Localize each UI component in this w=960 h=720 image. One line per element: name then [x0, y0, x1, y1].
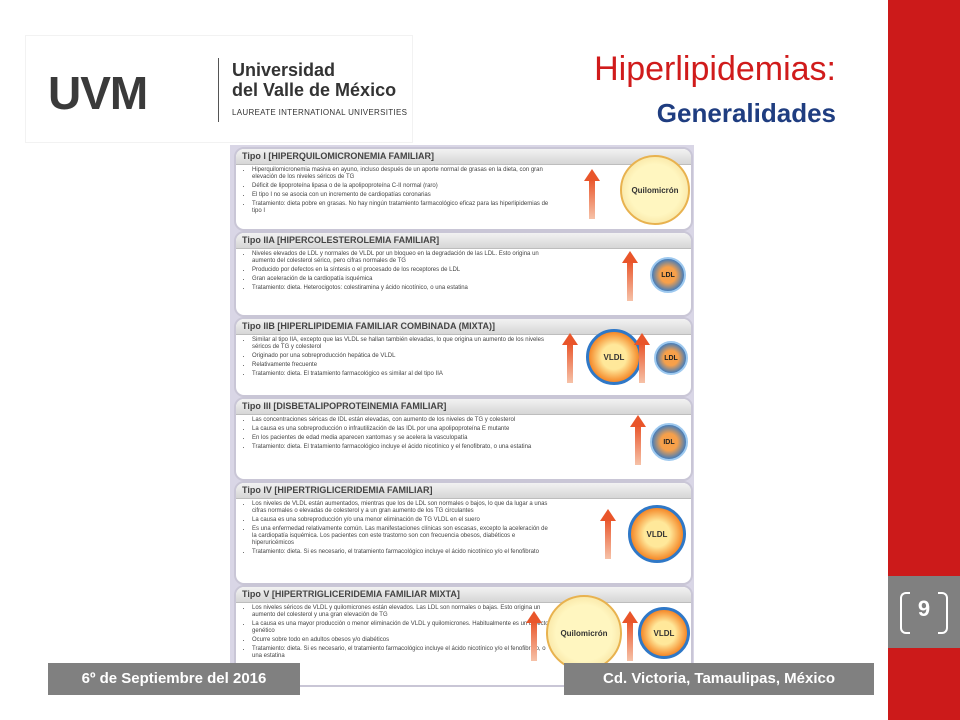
increase-arrow-icon	[622, 251, 638, 301]
logo-mark: UVM	[48, 67, 148, 119]
panel-type-iii: Tipo III [DISBETALIPOPROTEINEMIA FAMILIA…	[234, 397, 693, 481]
quilomicron-circle: Quilomicrón	[546, 595, 622, 671]
logo-line-2: del Valle de México	[232, 80, 397, 100]
bullet: Tratamiento: dieta. Heterocigotos: coles…	[252, 285, 552, 292]
bullet: Originado por una sobreproducción hepáti…	[252, 353, 552, 360]
page-number: 9	[917, 596, 931, 621]
panel-bullets: Similar al tipo IIA, excepto que las VLD…	[242, 337, 552, 378]
panel-type-i: Tipo I [HIPERQUILOMICRONEMIA FAMILIAR] H…	[234, 147, 693, 231]
bullet: Tratamiento: dieta. Si es necesario, el …	[252, 646, 552, 660]
bullet: Los niveles séricos de VLDL y quilomicro…	[252, 605, 552, 619]
increase-arrow-icon	[630, 415, 646, 465]
increase-arrow-icon	[562, 333, 578, 383]
bullet: Los niveles de VLDL están aumentados, mi…	[252, 501, 552, 515]
bullet: Ocurre sobre todo en adultos obesos y/o …	[252, 637, 552, 644]
bullet: Relativamente frecuente	[252, 362, 552, 369]
logo-line-3: LAUREATE INTERNATIONAL UNIVERSITIES	[232, 108, 408, 117]
vldl-circle: VLDL	[628, 505, 686, 563]
panel-header: Tipo IIB [HIPERLIPIDEMIA FAMILIAR COMBIN…	[236, 319, 691, 335]
quilomicron-circle: Quilomicrón	[620, 155, 690, 225]
panel-header: Tipo V [HIPERTRIGLICERIDEMIA FAMILIAR MI…	[236, 587, 691, 603]
bullet: El tipo I no se asocia con un incremento…	[252, 192, 552, 199]
bullet: Producido por defectos en la síntesis o …	[252, 267, 552, 274]
panel-bullets: Niveles elevados de LDL y normales de VL…	[242, 251, 552, 292]
bullet: Hiperquilomicronemia masiva en ayuno, in…	[252, 167, 552, 181]
vldl-circle: VLDL	[638, 607, 690, 659]
bullet: En los pacientes de edad media aparecen …	[252, 435, 552, 442]
bullet: Tratamiento: dieta. El tratamiento farma…	[252, 444, 552, 451]
page-number-box: 9	[888, 576, 960, 648]
panel-header: Tipo IV [HIPERTRIGLICERIDEMIA FAMILIAR]	[236, 483, 691, 499]
panel-header: Tipo III [DISBETALIPOPROTEINEMIA FAMILIA…	[236, 399, 691, 415]
bullet: Es una enfermedad relativamente común. L…	[252, 526, 552, 547]
panel-bullets: Los niveles séricos de VLDL y quilomicro…	[242, 605, 552, 660]
bullet: Similar al tipo IIA, excepto que las VLD…	[252, 337, 552, 351]
right-bracket-icon	[938, 592, 948, 634]
panel-bullets: Las concentraciones séricas de IDL están…	[242, 417, 552, 451]
university-logo: UVM Universidad del Valle de México LAUR…	[26, 36, 412, 142]
bullet: Tratamiento: dieta. El tratamiento farma…	[252, 371, 552, 378]
bullet: Las concentraciones séricas de IDL están…	[252, 417, 552, 424]
footer-date: 6º de Septiembre del 2016	[48, 663, 300, 695]
slide-title: Hiperlipidemias:	[594, 50, 836, 88]
panel-type-iia: Tipo IIA [HIPERCOLESTEROLEMIA FAMILIAR] …	[234, 231, 693, 317]
bullet: La causa es una mayor producción o menor…	[252, 621, 552, 635]
hyperlipidemia-classification-figure: Tipo I [HIPERQUILOMICRONEMIA FAMILIAR] H…	[230, 145, 694, 687]
bullet: Déficit de lipoproteína lipasa o de la a…	[252, 183, 552, 190]
panel-header: Tipo I [HIPERQUILOMICRONEMIA FAMILIAR]	[236, 149, 691, 165]
bullet: La causa es una sobreproducción y/o una …	[252, 517, 552, 524]
increase-arrow-icon	[584, 169, 600, 219]
bullet: Tratamiento: dieta. Si es necesario, el …	[252, 549, 552, 556]
panel-type-iib: Tipo IIB [HIPERLIPIDEMIA FAMILIAR COMBIN…	[234, 317, 693, 397]
idl-circle: IDL	[650, 423, 688, 461]
increase-arrow-icon	[526, 611, 542, 661]
slide-subtitle: Generalidades	[656, 98, 836, 128]
panel-type-iv: Tipo IV [HIPERTRIGLICERIDEMIA FAMILIAR] …	[234, 481, 693, 585]
panel-bullets: Hiperquilomicronemia masiva en ayuno, in…	[242, 167, 552, 215]
logo-divider	[218, 58, 219, 122]
bullet: Gran aceleración de la cardiopatía isqué…	[252, 276, 552, 283]
bullet: La causa es una sobreproducción o infrau…	[252, 426, 552, 433]
panel-header: Tipo IIA [HIPERCOLESTEROLEMIA FAMILIAR]	[236, 233, 691, 249]
panel-bullets: Los niveles de VLDL están aumentados, mi…	[242, 501, 552, 556]
increase-arrow-icon	[622, 611, 638, 661]
footer-location: Cd. Victoria, Tamaulipas, México	[564, 663, 874, 695]
bullet: Tratamiento: dieta pobre en grasas. No h…	[252, 201, 552, 215]
logo-line-1: Universidad	[232, 60, 336, 80]
increase-arrow-icon	[600, 509, 616, 559]
ldl-circle: LDL	[654, 341, 688, 375]
ldl-circle: LDL	[650, 257, 686, 293]
left-bracket-icon	[900, 592, 910, 634]
bullet: Niveles elevados de LDL y normales de VL…	[252, 251, 552, 265]
increase-arrow-icon	[634, 333, 650, 383]
